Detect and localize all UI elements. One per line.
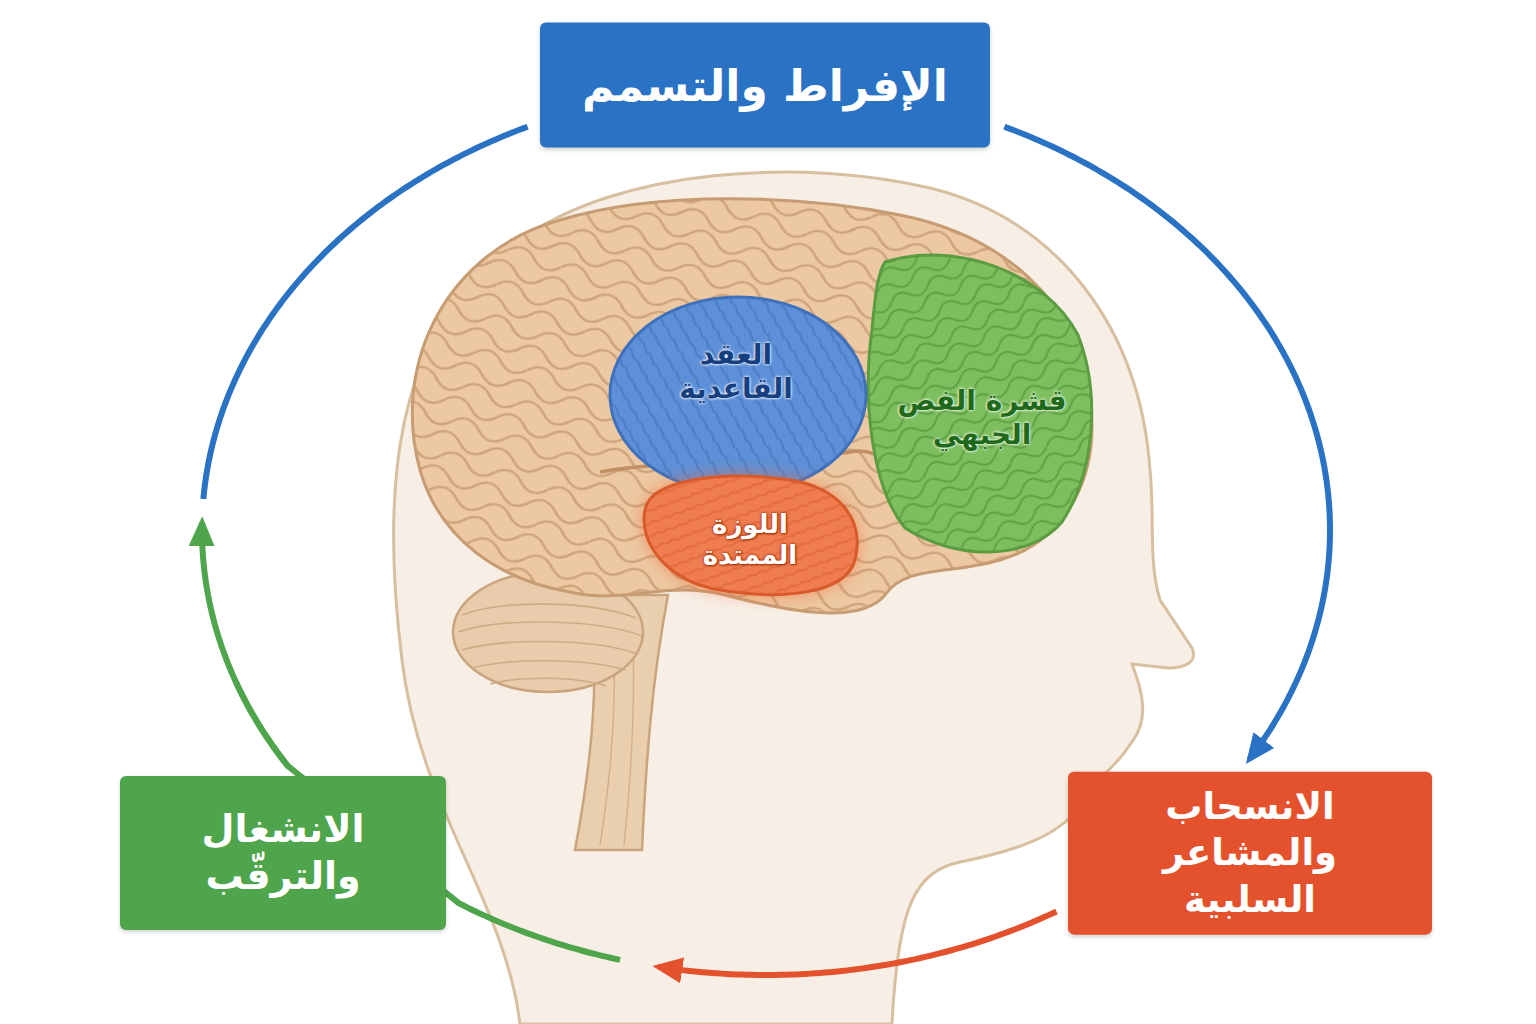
- cycle-arrow: [202, 127, 528, 766]
- stage-box: الانسحاب والمشاعر السلبية: [1068, 772, 1432, 935]
- cycle-arrow: [1004, 127, 1330, 759]
- arrow-stroke: [1004, 127, 1330, 759]
- basal-ganglia-texture: [600, 290, 880, 500]
- arrow-stroke: [203, 127, 527, 499]
- cerebrum-folds: [380, 180, 1120, 640]
- arrow-stroke: [202, 522, 288, 766]
- amygdala-texture: [630, 465, 870, 605]
- cerebellum-folds: [458, 604, 642, 686]
- arrow-stroke: [658, 911, 1056, 975]
- part-label: اللوزة الممتدة: [685, 509, 815, 571]
- stage-box: الانشغال والترقّب: [120, 776, 446, 930]
- stage-text: الانسحاب والمشاعر السلبية: [1093, 784, 1408, 923]
- part-label: قشرة الفص الجبهي: [895, 384, 1070, 451]
- stage-box: الإفراط والتسمم: [540, 23, 990, 148]
- stage-text: الإفراط والتسمم: [582, 58, 948, 113]
- stage-text: الانشغال والترقّب: [163, 806, 403, 901]
- frontal-cortex-texture: [860, 240, 1110, 570]
- part-label: العقد القاعدية: [661, 338, 811, 405]
